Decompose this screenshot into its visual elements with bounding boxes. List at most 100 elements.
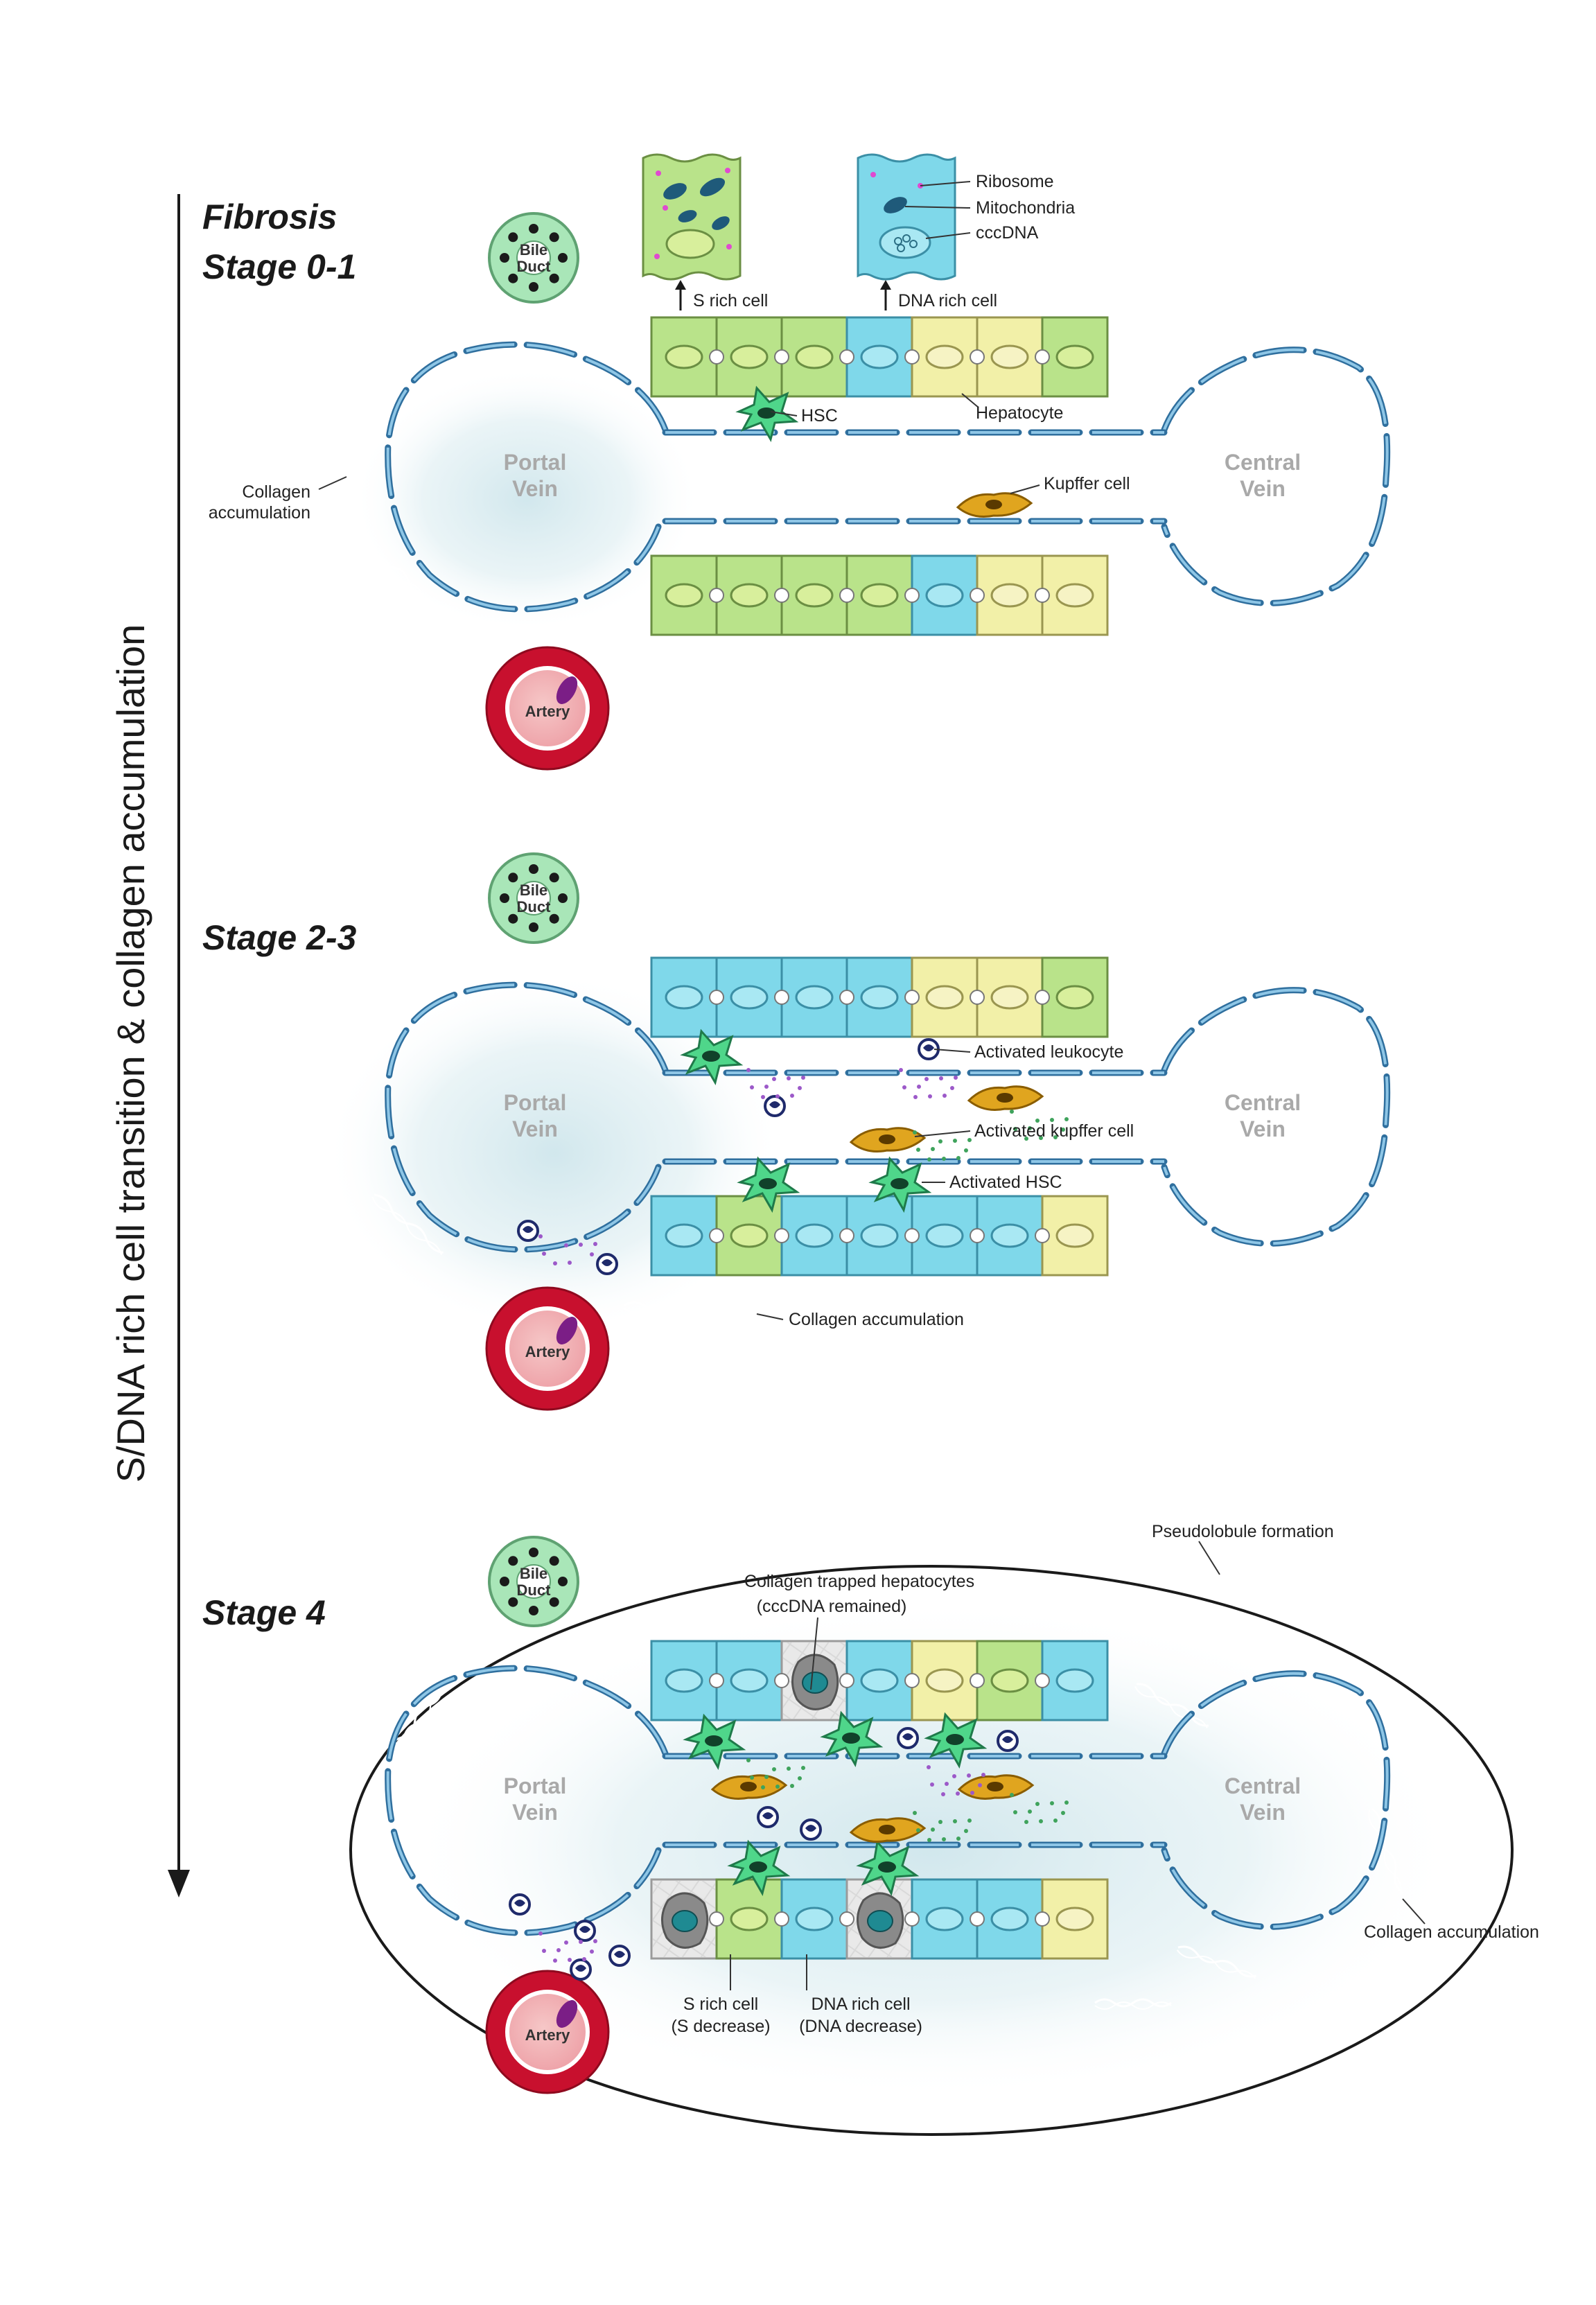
hepatocyte-nucleus [665, 1223, 703, 1248]
hepatocyte-nucleus [1055, 583, 1094, 608]
hsc-cell [683, 1713, 746, 1770]
hepatocyte-dna-rich [780, 956, 848, 1038]
hepatocyte-collagen-trapped [650, 1878, 718, 1960]
leukocyte [574, 1920, 596, 1942]
bile-duct-nucleus [529, 282, 538, 292]
cytokine-dot [899, 1068, 903, 1072]
hepatocyte-dna-rich [650, 956, 718, 1038]
hsc-nucleus [946, 1734, 964, 1745]
hepatocyte-nucleus [795, 985, 834, 1010]
cytokine-dot [564, 1243, 568, 1247]
cell-junction [774, 349, 789, 365]
kupffer-nucleus [740, 1782, 757, 1791]
stage-0-1-title-line2: Stage 0-1 [202, 247, 356, 286]
cytokine-dot [764, 1085, 769, 1089]
hepatocyte-nucleus [860, 1668, 899, 1693]
cell-junction [839, 349, 854, 365]
bile-duct-nucleus [549, 1597, 559, 1607]
cell-junction [1035, 990, 1050, 1005]
cytokine-dot [1024, 1820, 1028, 1824]
label-dna-rich-decrease-1: DNA rich cell [811, 1995, 910, 2014]
kupffer-nucleus [985, 500, 1002, 509]
cytokine-dot [1013, 1127, 1017, 1131]
hepatocyte-nucleus [925, 1907, 964, 1931]
hepatocyte-nucleus [730, 1223, 769, 1248]
hsc-cell [727, 1839, 791, 1896]
hsc-nucleus [705, 1735, 723, 1746]
kupffer-nucleus [879, 1825, 895, 1834]
bile-duct-nucleus [500, 893, 509, 903]
label-activated-hsc: Activated HSC [949, 1173, 1062, 1192]
kupffer-cell [710, 1774, 788, 1800]
cell-junction [970, 1911, 985, 1927]
axis-label: S/DNA rich cell transition & collagen ac… [109, 624, 152, 1483]
artery: Artery [485, 1286, 610, 1411]
cytokine-dot [579, 1243, 583, 1247]
hepatocyte-nucleus [925, 583, 964, 608]
hepatocyte-normal [911, 956, 979, 1038]
hepatocyte-s-rich [650, 554, 718, 636]
artery: Artery [485, 1970, 610, 2094]
leukocyte [517, 1220, 539, 1242]
hepatocyte-nucleus [860, 344, 899, 369]
cytokine-dot [1050, 1801, 1054, 1805]
cytokine-dot [924, 1077, 929, 1081]
cytokine-dot [775, 1094, 780, 1098]
cytokine-dot [746, 1758, 751, 1762]
cell-junction [709, 1673, 724, 1688]
bile-duct-nucleus [508, 273, 518, 283]
hepatocyte-s-rich [976, 1640, 1044, 1721]
hepatocyte-dna-rich [845, 316, 913, 398]
cytokine-dot [790, 1094, 794, 1098]
cell-junction [774, 1911, 789, 1927]
hepatocyte-s-rich [715, 316, 783, 398]
cell-junction [970, 990, 985, 1005]
label-dna-rich-decrease-2: (DNA decrease) [799, 2017, 922, 2036]
cccdna-nucleus [867, 1910, 893, 1932]
cell-junction [904, 588, 920, 603]
inset-label-mitochondria: Mitochondria [976, 198, 1075, 218]
hsc-nucleus [749, 1861, 767, 1873]
collagen-fiber [1368, 1807, 1404, 1895]
bile-duct-label-line1: Bile [520, 882, 547, 899]
cytokine-dot [798, 1776, 802, 1780]
kupffer-cell [967, 1085, 1044, 1111]
cell-junction [774, 990, 789, 1005]
cytokine-dot [956, 1791, 960, 1796]
cell-junction [839, 1911, 854, 1927]
cytokine-dot [964, 1829, 968, 1833]
hsc-nucleus [891, 1178, 909, 1189]
cytokine-dot [590, 1252, 594, 1256]
cytokine-dot [787, 1076, 791, 1080]
kupffer-cell [849, 1817, 927, 1843]
hepatocyte-nucleus [730, 1668, 769, 1693]
bile-duct-label-line2: Duct [517, 898, 552, 915]
hepatocyte-nucleus [860, 985, 899, 1010]
cell-junction [970, 1673, 985, 1688]
bile-duct-nucleus [529, 864, 538, 874]
cell-junction [709, 1228, 724, 1243]
leukocyte [897, 1727, 919, 1749]
cytokine-dot [942, 1837, 946, 1841]
hepatocyte-nucleus [860, 1223, 899, 1248]
cytokine-dot [1064, 1117, 1069, 1121]
collagen-haze [353, 367, 700, 631]
bile-duct-nucleus [558, 893, 568, 903]
hepatocyte-nucleus [730, 344, 769, 369]
hsc-cell [924, 1712, 988, 1769]
cytokine-dot [916, 1828, 920, 1832]
cytokine-dot [941, 1792, 945, 1796]
cell-junction [1035, 1228, 1050, 1243]
cell-junction [1035, 1673, 1050, 1688]
cytokine-dot [967, 1818, 972, 1823]
cytokine-dot [787, 1767, 791, 1771]
hepatocyte-dna-rich [845, 956, 913, 1038]
stage-2-3-title: Stage 2-3 [202, 918, 357, 957]
leukocyte [509, 1893, 531, 1916]
cell-junction [839, 1228, 854, 1243]
hsc-nucleus [878, 1861, 896, 1873]
cytokine-dot [967, 1773, 971, 1778]
cytokine-dot [1061, 1811, 1065, 1815]
